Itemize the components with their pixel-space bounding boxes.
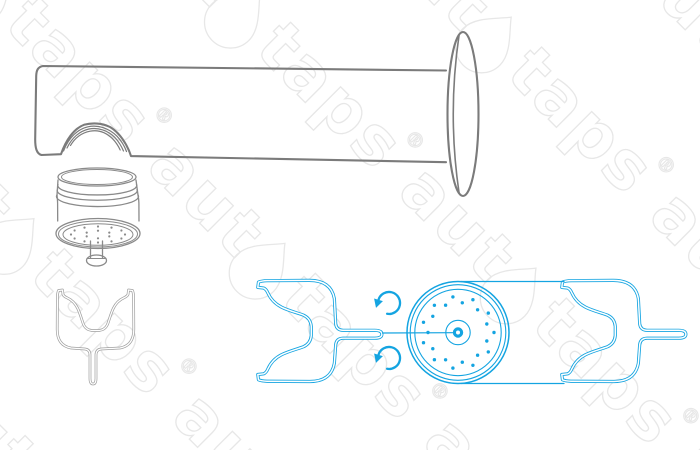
arrow-arc — [377, 290, 402, 316]
spray-hole — [83, 240, 86, 243]
spray-hole — [108, 235, 111, 238]
spray-hole — [485, 322, 489, 326]
watermark-tile-instance — [0, 0, 181, 175]
aerator-drawing — [55, 167, 141, 267]
spray-hole — [426, 330, 430, 335]
body-side-left — [56, 194, 59, 222]
watermark-tile-instance — [128, 123, 457, 450]
arrow-arc — [377, 345, 402, 371]
wall-flange — [446, 30, 480, 198]
bottom-rim-outer — [55, 217, 141, 250]
spray-hole — [432, 358, 437, 362]
arrow-head — [374, 353, 383, 363]
thread-arc — [62, 125, 128, 153]
spout-drawing — [34, 30, 480, 198]
spray-hole — [485, 339, 489, 343]
spray-face — [62, 223, 134, 246]
flange-face-edge — [452, 34, 460, 194]
spray-hole — [123, 233, 127, 236]
key-socket-center — [452, 327, 464, 338]
spray-hole — [486, 350, 490, 354]
spout-outline — [34, 64, 448, 164]
spray-hole — [421, 320, 426, 324]
spray-hole — [460, 301, 464, 305]
aerator-top-cap-inner — [61, 169, 133, 185]
spray-hole — [83, 226, 86, 229]
spray-hole — [69, 233, 73, 236]
spray-hole — [85, 231, 88, 234]
spray-hole — [85, 235, 88, 238]
body-side-right — [137, 194, 140, 222]
spout-thread-arcs — [62, 125, 128, 153]
spray-hole — [451, 295, 455, 299]
watermark-tile-instance — [379, 147, 700, 450]
spray-hole — [120, 237, 123, 240]
spray-hole — [110, 226, 113, 229]
spray-hole — [443, 358, 448, 362]
spray-hole — [73, 237, 76, 240]
spray-hole — [120, 229, 123, 232]
spray-hole — [73, 229, 76, 232]
rotation-ccw-arrow-top-icon — [374, 290, 402, 316]
aerator-thread-ridges — [55, 179, 140, 208]
ridge-arc — [55, 194, 140, 208]
spray-hole — [96, 229, 100, 232]
face-spray-holes — [421, 295, 496, 370]
aerator-body — [55, 194, 141, 250]
spray-hole — [96, 225, 100, 228]
bottom-rim-inner — [58, 220, 138, 248]
spray-hole — [471, 363, 475, 367]
spray-hole — [460, 360, 464, 364]
spray-hole — [421, 341, 426, 345]
pin-foot — [85, 254, 108, 267]
spray-hole — [96, 237, 100, 240]
removal-instruction-drawing — [256, 278, 688, 385]
spray-hole — [431, 347, 435, 351]
ridge-side — [56, 179, 59, 196]
spray-hole — [451, 366, 455, 370]
face-ring-outer — [406, 280, 510, 385]
arrow-head — [374, 298, 383, 308]
spray-hole — [108, 231, 111, 234]
thread-arc — [66, 127, 125, 152]
spray-hole — [486, 311, 490, 315]
aerator-top-cap — [57, 167, 137, 187]
spray-hole — [492, 330, 496, 335]
spray-hole — [110, 240, 113, 243]
rotation-ccw-arrow-bottom-icon — [374, 345, 402, 371]
face-ring-inner — [414, 288, 502, 377]
key-socket-ring — [445, 319, 471, 346]
ridge-side — [135, 179, 139, 196]
ridge-arc — [56, 188, 138, 201]
spray-hole — [432, 303, 437, 307]
aerator-spray-holes — [69, 225, 127, 244]
flange-outer-rim — [446, 30, 480, 198]
spray-hole — [475, 353, 480, 357]
thread-arc — [69, 130, 121, 151]
spray-hole — [431, 314, 435, 318]
spray-hole — [443, 303, 448, 307]
spray-hole — [471, 298, 475, 302]
spray-hole — [475, 308, 480, 312]
face-ring-middle — [409, 284, 507, 381]
ridge-arc — [57, 183, 138, 196]
aerator-key-pin — [85, 240, 108, 267]
aerator-face-circle — [406, 280, 510, 385]
spray-hole — [96, 241, 100, 244]
